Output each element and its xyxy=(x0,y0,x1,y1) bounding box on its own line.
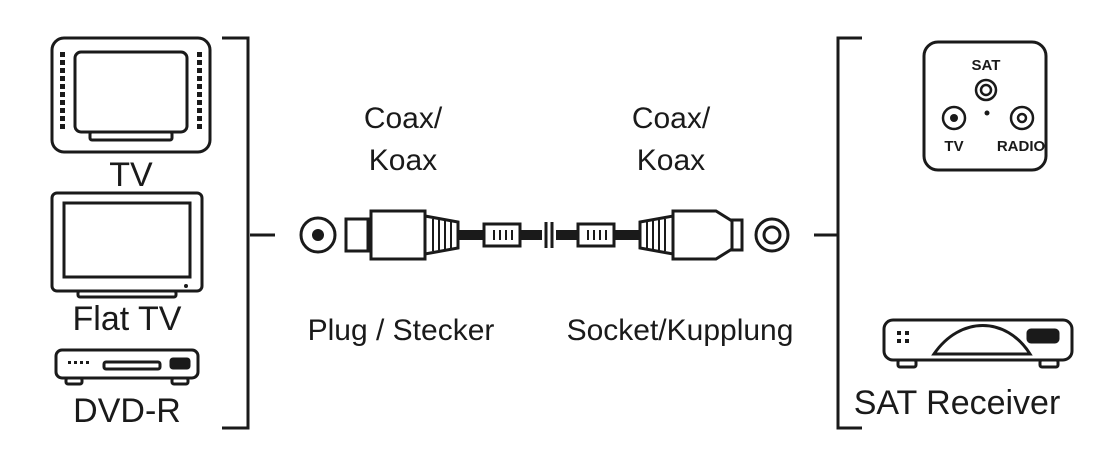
right-cable xyxy=(550,222,640,248)
left-cable xyxy=(458,222,548,248)
dvd-label: DVD-R xyxy=(73,392,181,430)
dvd-recorder-icon xyxy=(54,348,200,386)
crt-tv-icon xyxy=(50,36,212,154)
right-coax-label-line1: Coax/ xyxy=(632,102,711,135)
wall-plate-radio-label: RADIO xyxy=(997,138,1046,155)
sat-receiver-icon xyxy=(882,318,1074,369)
right-bracket xyxy=(814,36,862,430)
plug-label: Plug / Stecker xyxy=(308,314,495,347)
socket-connector-icon xyxy=(638,209,744,261)
tv-label: TV xyxy=(109,156,153,194)
left-coax-label-line1: Coax/ xyxy=(364,102,443,135)
socket-face-icon xyxy=(754,217,790,253)
plug-connector-icon xyxy=(344,209,460,261)
sat-receiver-label: SAT Receiver xyxy=(854,384,1061,422)
wall-plate-sat-label: SAT xyxy=(972,57,1001,74)
flat-tv-label: Flat TV xyxy=(73,300,182,338)
wall-plate-tv-label: TV xyxy=(944,138,963,155)
crt-tv-speaker-grille xyxy=(60,52,202,129)
left-bracket xyxy=(222,36,275,430)
socket-label: Socket/Kupplung xyxy=(567,314,794,347)
sat-wall-plate-icon xyxy=(922,40,1048,172)
left-coax-label-line2: Koax xyxy=(369,144,437,177)
right-coax-label-line2: Koax xyxy=(637,144,705,177)
flat-tv-icon xyxy=(50,191,204,299)
plug-face-icon xyxy=(299,216,337,254)
